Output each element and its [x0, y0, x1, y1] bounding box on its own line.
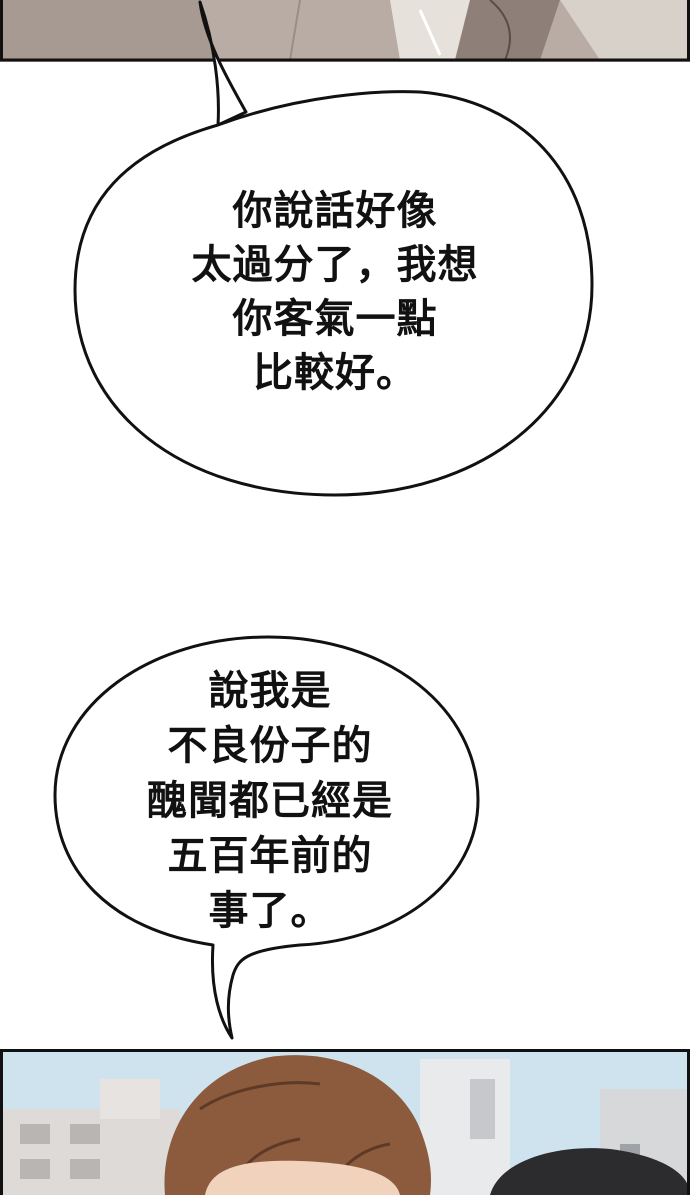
dialogue-line: 比較好。 [253, 350, 417, 396]
bottom-comic-panel [0, 1049, 690, 1195]
dialogue-line: 五百年前的 [167, 833, 373, 879]
speech-bubble-1-text: 你說話好像 太過分了，我想 你客氣一點 比較好。 [110, 184, 560, 400]
dialogue-line: 說我是 [208, 668, 332, 714]
top-comic-panel [0, 0, 690, 62]
dialogue-line: 事了。 [208, 888, 332, 934]
dialogue-line: 醜聞都已經是 [147, 778, 393, 824]
speech-bubble-2-text: 說我是 不良份子的 醜聞都已經是 五百年前的 事了。 [80, 664, 460, 939]
bottom-panel-art [0, 1049, 690, 1195]
dialogue-line: 你客氣一點 [232, 296, 438, 342]
dialogue-line: 你說話好像 [232, 188, 438, 234]
dialogue-line: 太過分了，我想 [191, 242, 479, 288]
top-panel-art [0, 0, 690, 62]
dialogue-line: 不良份子的 [167, 723, 373, 769]
